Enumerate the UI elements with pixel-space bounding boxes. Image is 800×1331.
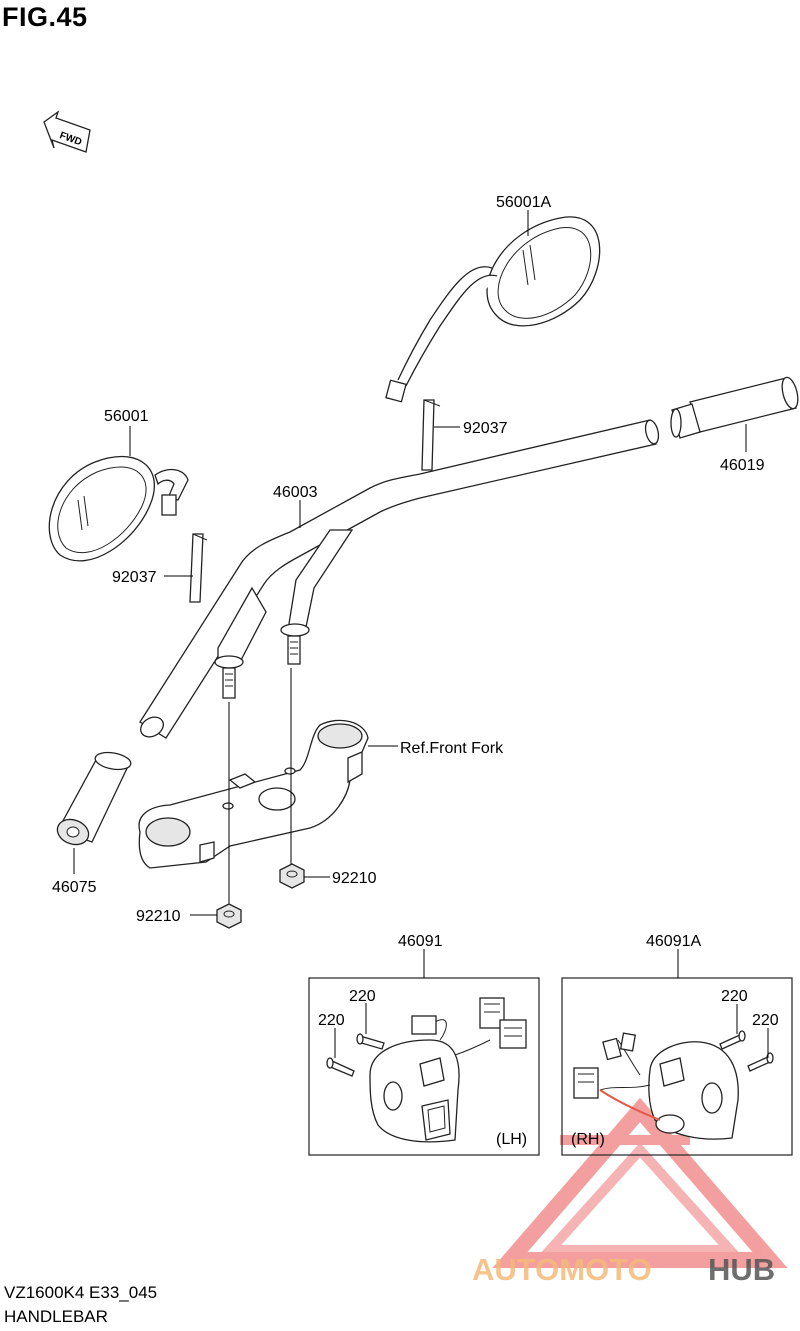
watermark-logo xyxy=(492,1097,788,1268)
clamp-upper xyxy=(421,399,441,471)
label-56001: 56001 xyxy=(104,408,149,425)
watermark-text: AUTOMOTO HUB xyxy=(472,1252,775,1287)
label-220-lh-lower: 220 xyxy=(318,1012,345,1029)
grip-right xyxy=(670,376,799,439)
label-220-rh-lower: 220 xyxy=(752,1012,779,1029)
mirror-left xyxy=(48,455,189,562)
switch-box-rh xyxy=(561,977,793,1156)
lh-tag: (LH) xyxy=(496,1131,527,1148)
clamp-lower xyxy=(189,533,208,603)
label-92210-right: 92210 xyxy=(332,870,377,887)
label-220-lh-upper: 220 xyxy=(349,988,376,1005)
nut-left xyxy=(216,903,242,929)
switch-box-lh xyxy=(308,977,540,1156)
rh-tag: (RH) xyxy=(571,1131,605,1148)
label-46091A: 46091A xyxy=(646,933,701,950)
label-46003: 46003 xyxy=(273,484,318,501)
section-name: HANDLEBAR xyxy=(4,1307,108,1326)
label-92210-left: 92210 xyxy=(136,908,181,925)
label-220-rh-upper: 220 xyxy=(721,988,748,1005)
upper-bracket xyxy=(138,719,369,869)
nut-right xyxy=(279,863,305,889)
label-92037-lower: 92037 xyxy=(112,569,157,586)
mirror-right xyxy=(385,216,601,403)
label-46091: 46091 xyxy=(398,933,443,950)
label-ref-front-fork: Ref.Front Fork xyxy=(400,740,504,757)
watermark-part2: HUB xyxy=(708,1252,775,1287)
figure-title: FIG.45 xyxy=(2,2,88,32)
label-56001A: 56001A xyxy=(496,194,551,211)
handlebar xyxy=(139,419,660,739)
label-46075: 46075 xyxy=(52,879,97,896)
label-46019: 46019 xyxy=(720,457,765,474)
model-code: VZ1600K4 E33_045 xyxy=(4,1283,158,1302)
label-92037-upper: 92037 xyxy=(463,420,508,437)
watermark-part1: AUTOMOTO xyxy=(472,1252,652,1287)
grip-left xyxy=(56,751,132,846)
fwd-arrow-icon: FWD xyxy=(43,110,91,153)
